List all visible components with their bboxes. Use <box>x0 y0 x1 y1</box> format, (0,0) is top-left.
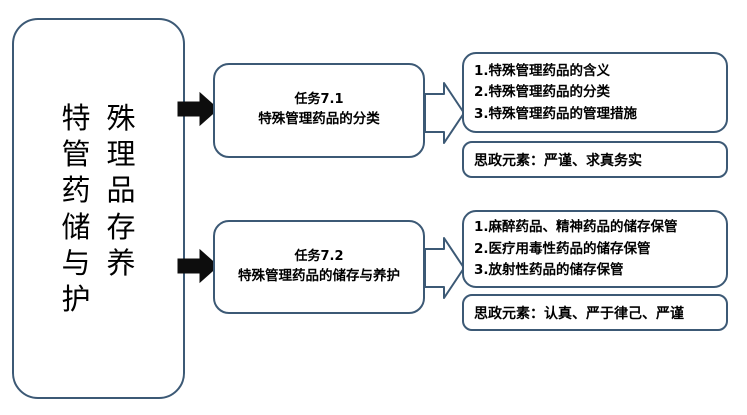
detail-item: 1.麻醉药品、精神药品的储存保管 <box>474 219 678 236</box>
detail-item: 2.医疗用毒性药品的储存保管 <box>474 240 651 257</box>
detail-item: 2.特殊管理药品的分类 <box>474 84 611 101</box>
detail-list-7-1: 1.特殊管理药品的含义 2.特殊管理药品的分类 3.特殊管理药品的管理措施 <box>474 61 726 125</box>
root-node-title: 特 殊 管 理 药 品 储 存 与 养 护 <box>61 101 135 316</box>
root-char-4: 药 <box>61 173 91 208</box>
task-7-2-title: 特殊管理药品的储存与养护 <box>238 267 400 284</box>
sizheng-text: 思政元素：认真、严于律己、严谨 <box>474 305 684 322</box>
arrow-task1-to-details <box>424 82 466 144</box>
sizheng-node-task-7-1[interactable]: 思政元素：严谨、求真务实 <box>462 141 728 178</box>
root-char-8: 与 <box>61 245 91 280</box>
arrow-root-to-task-2 <box>176 248 220 284</box>
sizheng-node-task-7-2[interactable]: 思政元素：认真、严于律己、严谨 <box>462 294 728 331</box>
detail-item: 3.放射性药品的储存保管 <box>474 262 624 279</box>
root-char-5: 品 <box>106 173 136 208</box>
root-char-0: 特 <box>61 100 91 135</box>
root-char-1: 殊 <box>106 100 136 135</box>
root-char-2: 管 <box>61 137 91 172</box>
root-char-3: 理 <box>106 137 136 172</box>
root-node-special-management-drug[interactable]: 特 殊 管 理 药 品 储 存 与 养 护 <box>12 18 185 399</box>
sizheng-text: 思政元素：严谨、求真务实 <box>474 152 642 169</box>
arrow-root-to-task-1 <box>176 91 220 127</box>
task-7-2-number: 任务7.2 <box>294 248 344 264</box>
root-char-6: 储 <box>61 209 91 244</box>
detail-item: 1.特殊管理药品的含义 <box>474 62 611 79</box>
task-node-7-2[interactable]: 任务7.2 特殊管理药品的储存与养护 <box>213 220 425 314</box>
detail-node-task-7-1[interactable]: 1.特殊管理药品的含义 2.特殊管理药品的分类 3.特殊管理药品的管理措施 <box>462 52 728 133</box>
task-7-1-title: 特殊管理药品的分类 <box>258 111 380 128</box>
detail-list-7-2: 1.麻醉药品、精神药品的储存保管 2.医疗用毒性药品的储存保管 3.放射性药品的… <box>474 217 726 281</box>
detail-item: 3.特殊管理药品的管理措施 <box>474 105 638 122</box>
arrow-task2-to-details <box>424 237 466 299</box>
detail-node-task-7-2[interactable]: 1.麻醉药品、精神药品的储存保管 2.医疗用毒性药品的储存保管 3.放射性药品的… <box>462 210 728 288</box>
root-char-10: 护 <box>61 281 91 316</box>
task-7-1-number: 任务7.1 <box>294 92 344 108</box>
root-char-9: 养 <box>106 245 136 280</box>
root-char-7: 存 <box>106 209 136 244</box>
task-node-7-1[interactable]: 任务7.1 特殊管理药品的分类 <box>213 63 425 158</box>
